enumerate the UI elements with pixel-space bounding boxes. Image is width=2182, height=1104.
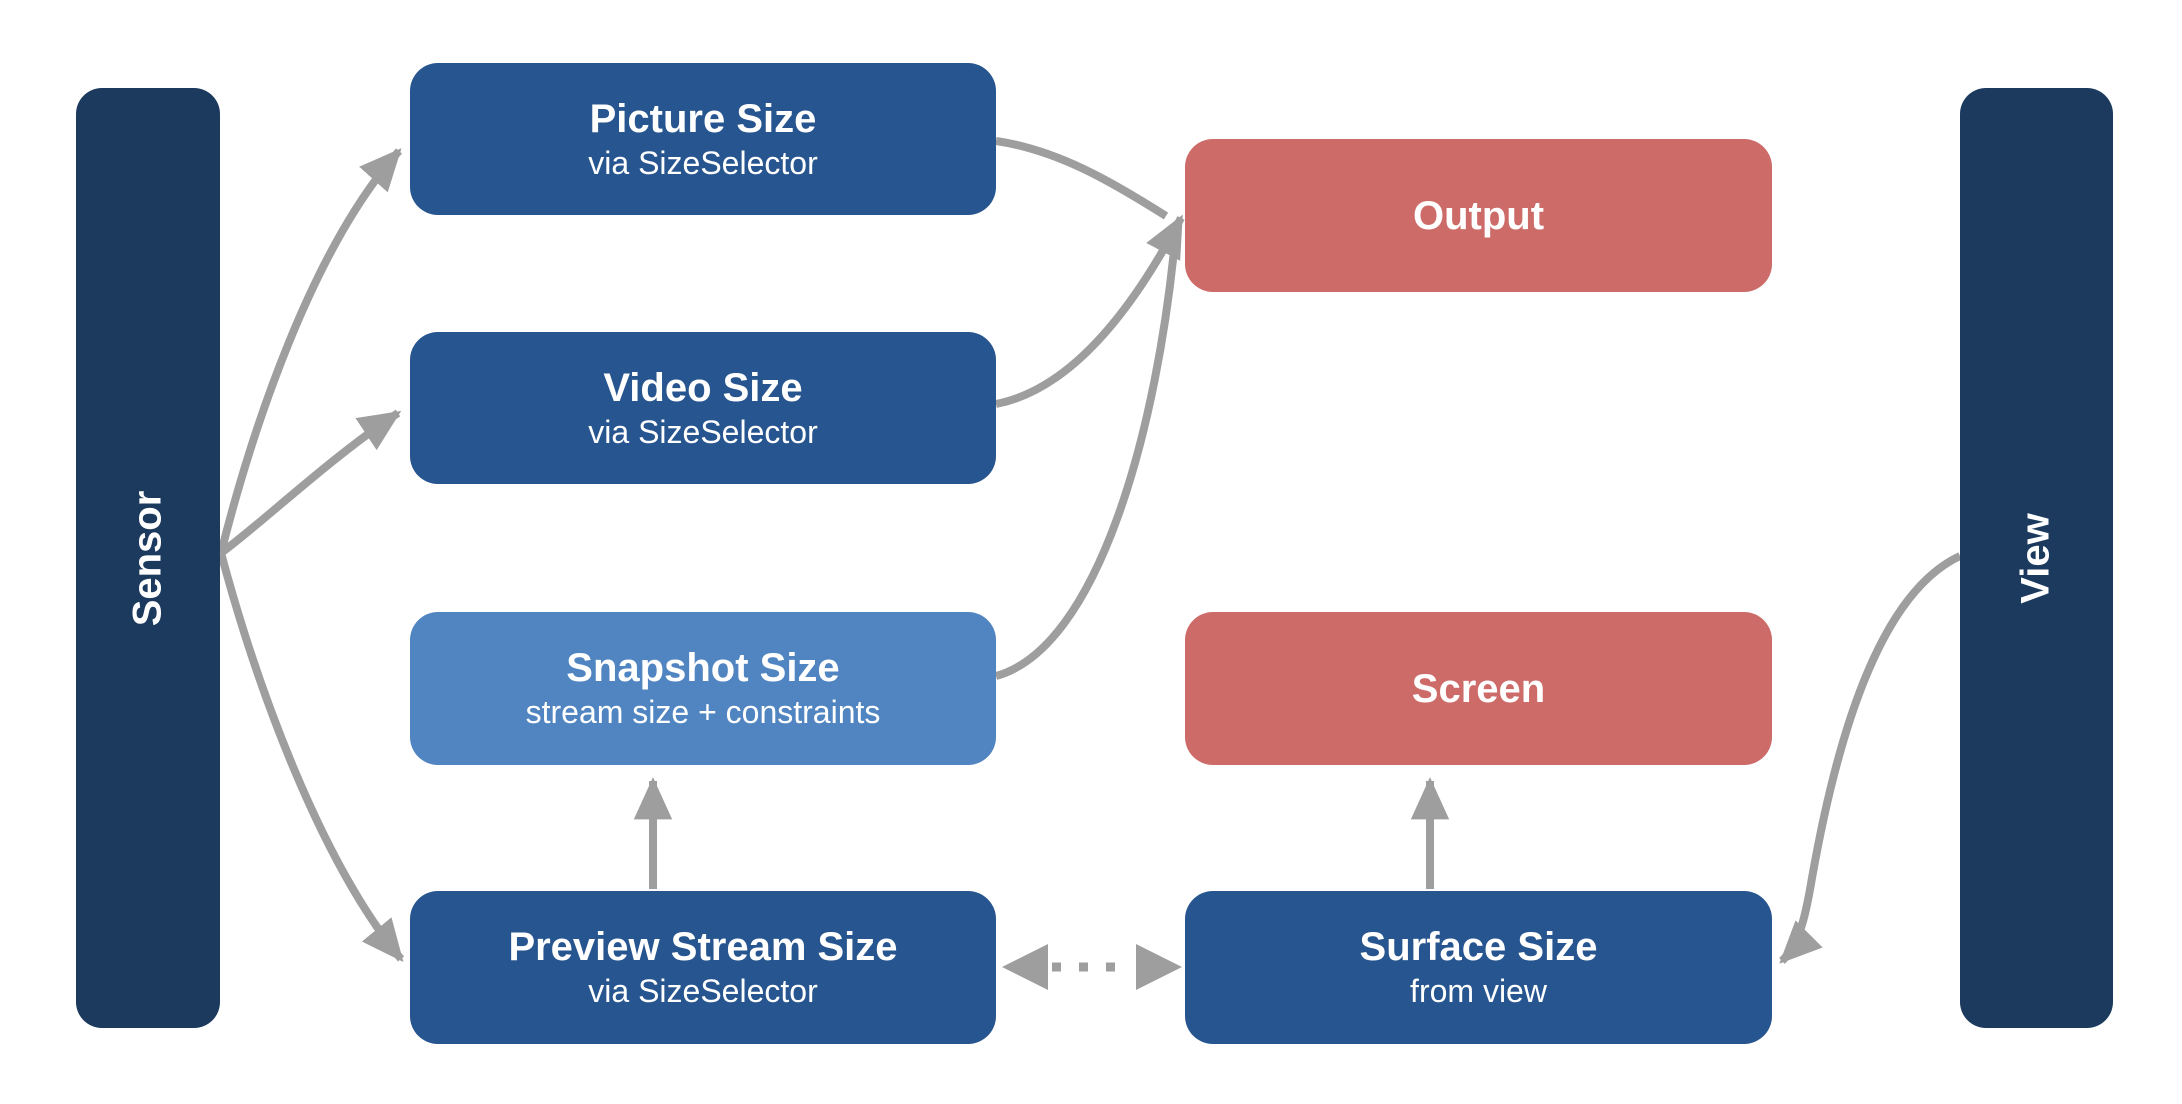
node-output: Output (1185, 139, 1772, 292)
rail-view-label: View (2014, 512, 2058, 604)
node-title: Surface Size (1359, 925, 1598, 970)
node-preview-stream-size: Preview Stream Size via SizeSelector (410, 891, 996, 1044)
node-video-size: Video Size via SizeSelector (410, 332, 996, 484)
dotted-arrowhead-right (1136, 944, 1182, 990)
node-screen: Screen (1185, 612, 1772, 765)
node-picture-size: Picture Size via SizeSelector (410, 63, 996, 215)
edge-picture-size-to-output (995, 137, 1169, 220)
node-snapshot-size: Snapshot Size stream size + constraints (410, 612, 996, 765)
rail-view: View (1960, 88, 2113, 1028)
node-title: Picture Size (589, 96, 817, 141)
node-title: Screen (1411, 666, 1546, 711)
edge-snapshot-size-to-output (994, 229, 1180, 680)
edge-sensor-to-picture-size (217, 148, 402, 554)
node-title: Snapshot Size (566, 646, 840, 691)
edge-sensor-to-video-size (218, 409, 402, 557)
node-subtitle: stream size + constraints (525, 694, 881, 731)
edge-video-size-to-output (995, 214, 1185, 408)
dotted-arrowhead-left (1002, 944, 1048, 990)
node-subtitle: via SizeSelector (588, 973, 818, 1010)
node-surface-size: Surface Size from view (1185, 891, 1772, 1044)
node-title: Preview Stream Size (508, 925, 898, 970)
node-subtitle: from view (1410, 973, 1547, 1010)
node-title: Output (1412, 193, 1545, 238)
node-subtitle: via SizeSelector (588, 144, 818, 181)
edge-sensor-to-preview-stream-size (217, 551, 405, 962)
node-title: Video Size (603, 365, 803, 410)
rail-sensor-label: Sensor (125, 490, 170, 626)
node-subtitle: via SizeSelector (588, 413, 818, 450)
rail-sensor: Sensor (76, 88, 220, 1028)
edge-view-to-surface-size (1779, 552, 1962, 964)
